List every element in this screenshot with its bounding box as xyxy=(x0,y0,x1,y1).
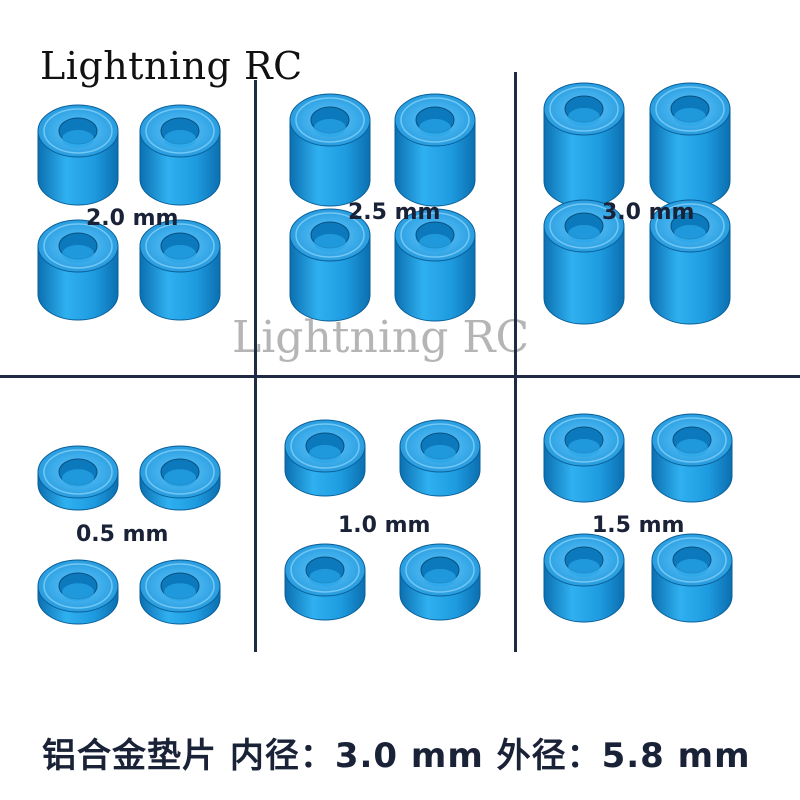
spacer xyxy=(543,199,625,325)
spec-caption: 铝合金垫片 内径：3.0 mm 外径：5.8 mm xyxy=(42,736,751,776)
spacer xyxy=(394,208,476,322)
spacer xyxy=(139,559,221,625)
watermark-text: Lightning RC xyxy=(232,312,530,363)
spacer xyxy=(651,533,733,623)
grid-divider-horizontal xyxy=(0,375,800,378)
spacer xyxy=(139,104,221,206)
spacer xyxy=(649,82,731,208)
size-label-2-5: 2.5 mm xyxy=(348,200,441,225)
spacer xyxy=(399,543,481,621)
spacer xyxy=(139,445,221,511)
spacer xyxy=(289,208,371,322)
spacer xyxy=(284,419,366,497)
size-label-3-0: 3.0 mm xyxy=(602,200,695,225)
spacer xyxy=(649,199,731,325)
spacer xyxy=(139,219,221,321)
spacer xyxy=(543,82,625,208)
grid-divider-vertical-right xyxy=(514,72,517,652)
size-label-0-5: 0.5 mm xyxy=(76,522,169,547)
spacer xyxy=(543,533,625,623)
spacer xyxy=(289,93,371,207)
size-label-1-5: 1.5 mm xyxy=(592,513,685,538)
spacer xyxy=(37,104,119,206)
spacer xyxy=(37,445,119,511)
spacer xyxy=(394,93,476,207)
spacer xyxy=(37,559,119,625)
spacer xyxy=(651,413,733,503)
spacer xyxy=(37,219,119,321)
size-label-1-0: 1.0 mm xyxy=(338,513,431,538)
grid-divider-vertical-left xyxy=(254,80,257,652)
brand-title: Lightning RC xyxy=(40,44,303,88)
spacer xyxy=(284,543,366,621)
size-label-2-0: 2.0 mm xyxy=(86,206,179,231)
spacer xyxy=(543,413,625,503)
spacer xyxy=(399,419,481,497)
